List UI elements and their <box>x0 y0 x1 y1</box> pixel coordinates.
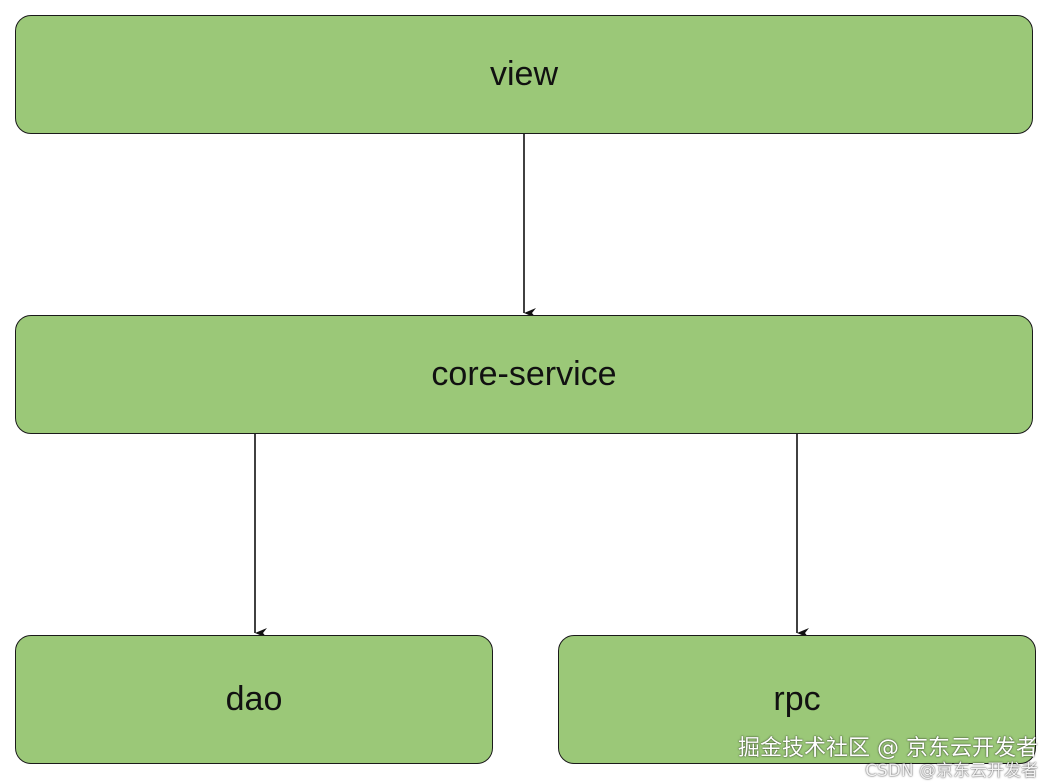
node-view: view <box>15 15 1033 134</box>
watermark-csdn: CSDN @京东云开发者 <box>865 761 1038 781</box>
node-dao-label: dao <box>225 680 283 718</box>
watermark-juejin: 掘金技术社区 @ 京东云开发者 <box>738 736 1038 761</box>
node-core-service-label: core-service <box>431 355 617 393</box>
node-view-label: view <box>489 55 559 93</box>
node-rpc-label: rpc <box>773 680 821 718</box>
node-core-service: core-service <box>15 315 1033 434</box>
node-dao: dao <box>15 635 493 764</box>
node-rpc: rpc <box>558 635 1036 764</box>
